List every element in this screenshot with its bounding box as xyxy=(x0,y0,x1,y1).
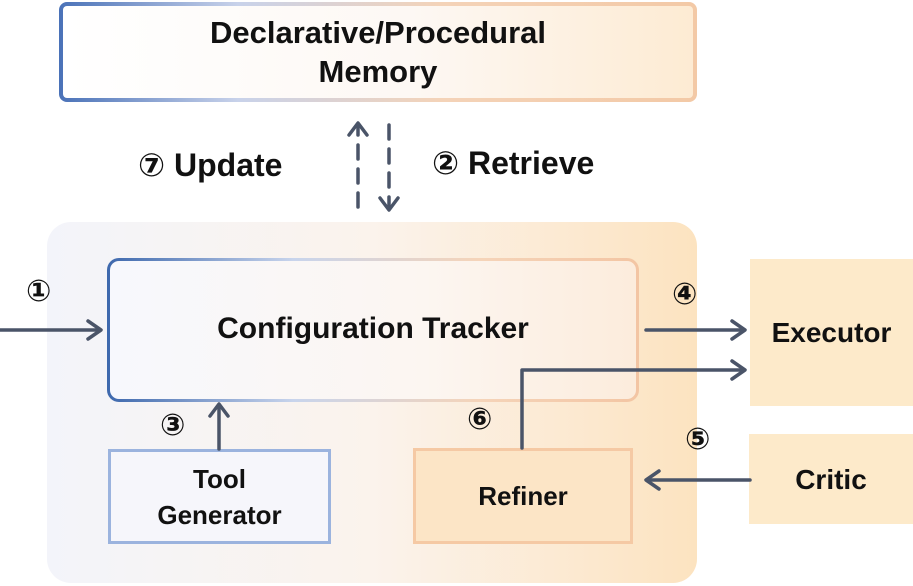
critique-arrow-head xyxy=(644,469,661,491)
memory-title-line1: Declarative/Procedural xyxy=(209,15,546,51)
tool-generator-line1: Tool xyxy=(193,464,246,495)
step-1-number: ① xyxy=(26,274,52,309)
executor-label: Executor xyxy=(771,317,892,348)
refine-arrow-head xyxy=(730,359,747,381)
tool-generator-arrow-head xyxy=(208,402,230,418)
input-arrow-head xyxy=(86,319,103,341)
memory-title-line2: Memory xyxy=(318,54,438,89)
tool-generator-line2: Generator xyxy=(157,499,282,530)
memory-box: Declarative/Procedural Memory xyxy=(59,2,697,102)
critic-box: Critic xyxy=(749,434,913,524)
refiner-label: Refiner xyxy=(478,480,568,511)
retrieve-arrow-head xyxy=(378,196,400,212)
tool-generator-box: Tool Generator xyxy=(108,449,331,544)
retrieve-step-number: ② xyxy=(432,144,460,182)
configuration-tracker-box: Configuration Tracker xyxy=(107,258,639,402)
refiner-box: Refiner xyxy=(413,448,633,544)
step-6-number: ⑥ xyxy=(467,402,493,437)
critic-label: Critic xyxy=(795,463,867,495)
execute-arrow-head xyxy=(730,319,747,341)
retrieve-label: ② Retrieve xyxy=(432,144,594,182)
retrieve-text: Retrieve xyxy=(467,145,595,181)
step-3-number: ③ xyxy=(160,408,186,443)
update-text: Update xyxy=(173,147,283,183)
refine-arrow xyxy=(520,368,746,450)
update-step-number: ⑦ xyxy=(138,146,166,184)
configuration-tracker-label: Configuration Tracker xyxy=(217,311,529,345)
executor-box: Executor xyxy=(750,259,913,406)
step-4-number: ④ xyxy=(672,277,698,312)
update-label: ⑦ Update xyxy=(138,146,282,184)
update-arrow-head xyxy=(347,121,369,137)
step-5-number: ⑤ xyxy=(685,422,711,457)
